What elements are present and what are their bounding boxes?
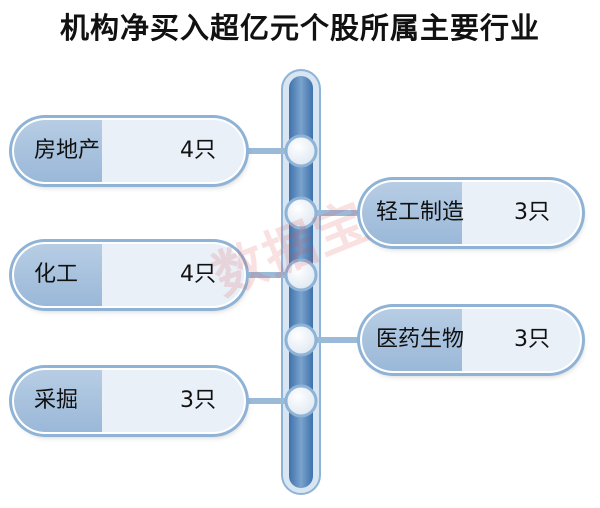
industry-label: 采掘 (34, 388, 79, 413)
timeline-node (284, 384, 318, 418)
industry-count: 4只 (180, 138, 216, 163)
industry-pill: 采掘 3只 (14, 370, 244, 432)
pill-label-segment (14, 370, 102, 432)
connector-line (238, 398, 301, 404)
timeline-node (284, 323, 318, 357)
industry-pill: 化工 4只 (14, 244, 244, 306)
timeline-node (284, 196, 318, 230)
pill-label-segment (362, 309, 462, 371)
industry-label: 化工 (34, 262, 79, 287)
timeline-node (284, 134, 318, 168)
timeline-node (284, 258, 318, 292)
industry-pill: 医药生物 3只 (362, 309, 580, 371)
pill-label-segment (14, 244, 102, 306)
industry-count: 3只 (514, 200, 550, 225)
connector-line (301, 337, 368, 343)
industry-count: 4只 (180, 262, 216, 287)
connector-line (238, 148, 301, 154)
industry-label: 轻工制造 (376, 200, 465, 225)
industry-label: 房地产 (34, 138, 101, 163)
diagram-title: 机构净买入超亿元个股所属主要行业 (59, 11, 540, 45)
connector-line (301, 210, 368, 216)
industry-pill: 轻工制造 3只 (362, 182, 580, 244)
industry-pill: 房地产 4只 (14, 120, 244, 182)
industry-count: 3只 (514, 327, 550, 352)
industry-label: 医药生物 (376, 327, 465, 352)
pill-label-segment (362, 182, 462, 244)
industry-count: 3只 (180, 388, 216, 413)
connector-line (238, 272, 301, 278)
pill-label-segment (14, 120, 102, 182)
